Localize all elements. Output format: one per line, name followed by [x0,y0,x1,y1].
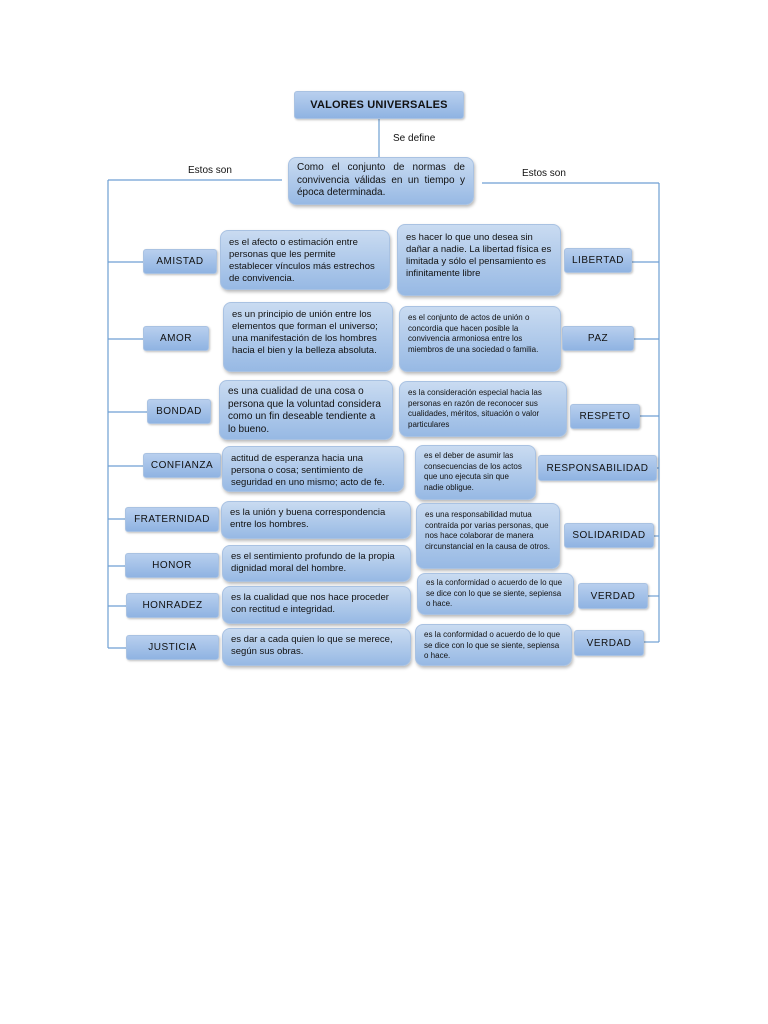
value-label-verdad-1: VERDAD [578,583,648,609]
value-label-amor: AMOR [143,326,209,351]
value-label-amistad: AMISTAD [143,249,217,274]
value-desc-bondad: es una cualidad de una cosa o persona qu… [219,380,393,440]
value-label-libertad: LIBERTAD [564,248,632,273]
value-label-honradez: HONRADEZ [126,593,219,618]
value-desc-justicia: es dar a cada quien lo que se merece, se… [222,628,411,666]
value-label-justicia: JUSTICIA [126,635,219,660]
page-title: VALORES UNIVERSALES [294,91,464,119]
connector-right-text: Estos son [522,168,566,179]
value-desc-honradez: es la cualidad que nos hace proceder con… [222,586,411,624]
value-label-bondad: BONDAD [147,399,211,424]
definition-box: Como el conjunto de normas de convivenci… [288,157,474,205]
value-label-paz: PAZ [562,326,634,351]
value-desc-solidaridad: es una responsabilidad mutua contraída p… [416,503,560,569]
value-desc-verdad-1: es la conformidad o acuerdo de lo que se… [417,573,574,615]
value-label-respeto: RESPETO [570,404,640,429]
value-label-fraternidad: FRATERNIDAD [125,507,219,532]
value-desc-amor: es un principio de unión entre los eleme… [223,302,393,372]
value-desc-verdad-2: es la conformidad o acuerdo de lo que se… [415,624,572,666]
value-label-responsabilidad: RESPONSABILIDAD [538,455,657,481]
value-label-confianza: CONFIANZA [143,453,221,478]
connector-define-text: Se define [393,133,436,144]
value-label-verdad-2: VERDAD [574,630,644,656]
value-desc-confianza: actitud de esperanza hacia una persona o… [222,446,404,492]
value-desc-paz: es el conjunto de actos de unión o conco… [399,306,561,372]
value-desc-fraternidad: es la unión y buena correspondencia entr… [221,501,411,539]
value-desc-amistad: es el afecto o estimación entre personas… [220,230,390,290]
value-desc-responsabilidad: es el deber de asumir las consecuencias … [415,445,536,500]
value-desc-honor: es el sentimiento profundo de la propia … [222,545,411,582]
connector-left-text: Estos son [188,165,232,176]
value-label-solidaridad: SOLIDARIDAD [564,523,654,548]
value-label-honor: HONOR [125,553,219,578]
value-desc-respeto: es la consideración especial hacia las p… [399,381,567,437]
value-desc-libertad: es hacer lo que uno desea sin dañar a na… [397,224,561,296]
